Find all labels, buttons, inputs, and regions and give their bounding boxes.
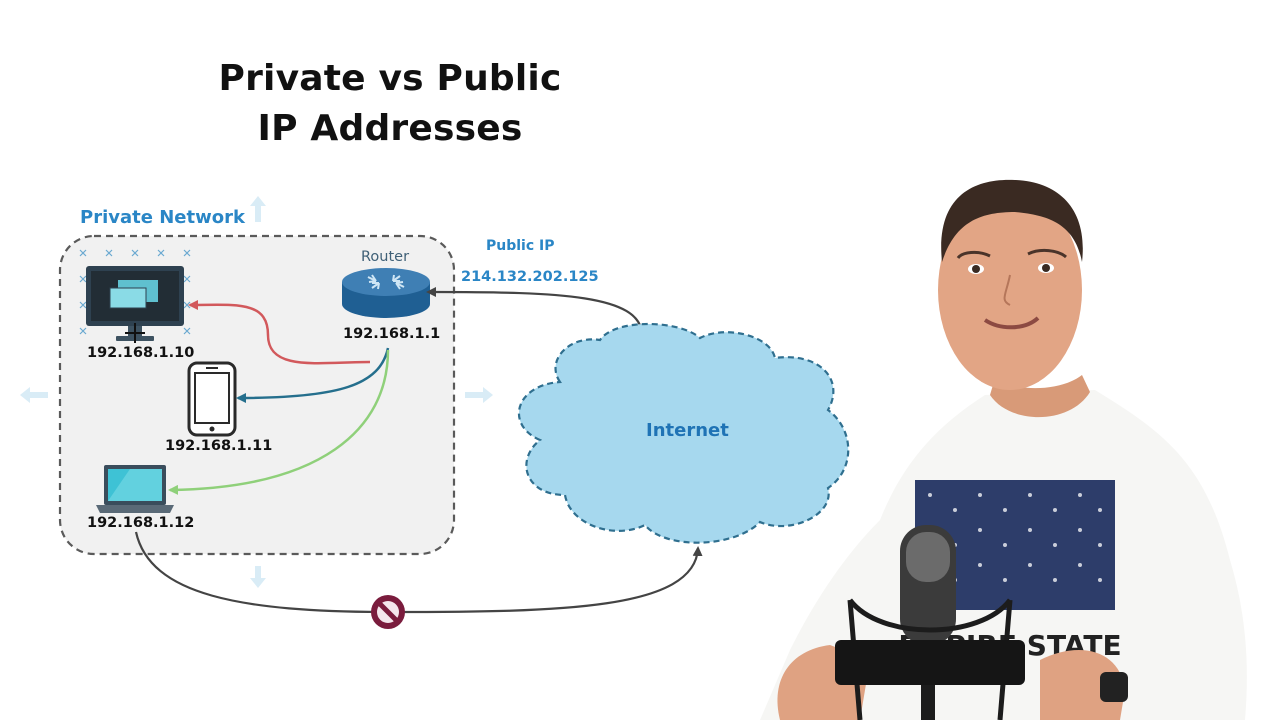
desktop-ip: 192.168.1.10 xyxy=(87,345,195,361)
internet-label: Internet xyxy=(646,420,729,441)
move-handle-icons xyxy=(20,196,493,588)
private-network-label: Private Network xyxy=(80,207,245,228)
arrow-router-to-desktop xyxy=(188,299,371,365)
slide-title-line1: Private vs Public xyxy=(218,58,562,99)
blocked-icon xyxy=(371,595,405,629)
selection-markers xyxy=(79,249,191,335)
presenter-image: EMPIRE STATE xyxy=(760,179,1247,720)
public-ip-label: Public IP xyxy=(486,238,555,254)
router-ip: 192.168.1.1 xyxy=(343,326,441,342)
public-ip-value: 214.132.202.125 xyxy=(461,269,599,285)
router-icon xyxy=(342,268,430,318)
laptop-ip: 192.168.1.12 xyxy=(87,515,195,531)
phone-icon xyxy=(187,361,237,437)
arrow-router-to-phone xyxy=(236,347,390,403)
laptop-icon xyxy=(96,465,174,513)
arrow-router-to-laptop xyxy=(168,349,390,495)
slide-title-line2: IP Addresses xyxy=(257,108,523,149)
router-label: Router xyxy=(361,249,410,265)
internet-cloud xyxy=(517,323,850,544)
microphone-icon xyxy=(835,525,1025,720)
phone-ip: 192.168.1.11 xyxy=(165,438,273,454)
arrow-router-internet xyxy=(426,287,647,336)
desktop-icon xyxy=(86,266,184,343)
